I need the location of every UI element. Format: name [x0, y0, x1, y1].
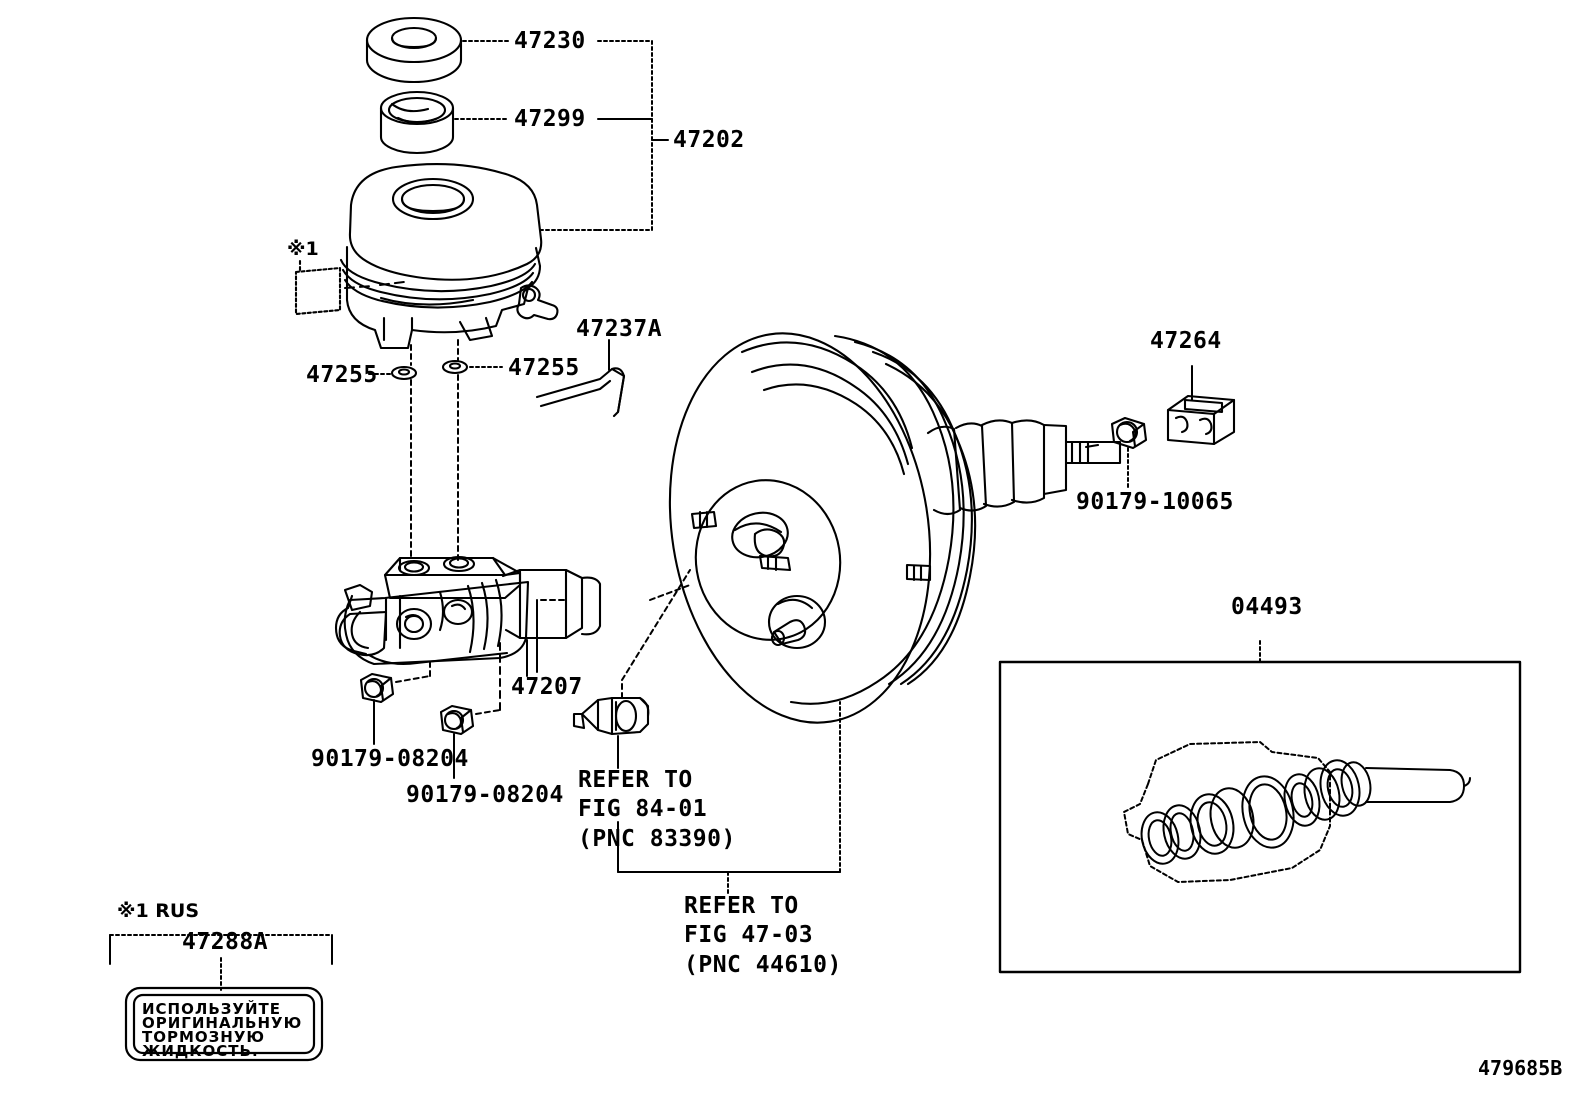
grommet-right-drawing [441, 359, 469, 375]
callout-47237A: 47237A [576, 316, 663, 342]
callout-47299: 47299 [514, 106, 586, 132]
callout-47255-left: 47255 [306, 362, 378, 388]
callout-90179-08204-left: 90179-08204 [311, 746, 469, 772]
repair-kit-box [998, 639, 1522, 974]
callout-47264: 47264 [1150, 328, 1222, 354]
callout-90179-08204-right: 90179-08204 [406, 782, 564, 808]
warning-label-line-1: ИСПОЛЬЗУЙТЕ [142, 1000, 282, 1018]
rus-label-bracket [109, 934, 333, 991]
reservoir-mark-asterisk: ※1 [287, 238, 319, 260]
warning-label-line-4: ЖИДКОСТЬ. [142, 1042, 259, 1060]
rus-mark-label: ※1 RUS [117, 900, 200, 922]
clevis-drawing [1166, 394, 1236, 446]
figure-code: 479685B [1478, 1056, 1563, 1080]
callout-04493: 04493 [1231, 594, 1303, 620]
rus-label-plate [124, 986, 324, 1062]
warning-label-line-2: ОРИГИНАЛЬНУЮ [142, 1014, 303, 1032]
cap-gasket-drawing [379, 90, 455, 155]
reference-fig-47-03: REFER TO FIG 47-03 (PNC 44610) [684, 893, 842, 978]
booster-rod [1084, 443, 1100, 449]
reservoir-label-plate [294, 259, 342, 316]
callout-90179-10065: 90179-10065 [1076, 489, 1234, 515]
booster-nut-drawing [1110, 416, 1148, 450]
callout-47202: 47202 [673, 127, 745, 153]
master-cylinder-drawing [334, 555, 602, 666]
nut-right-drawing [439, 704, 475, 736]
callout-47207: 47207 [511, 674, 583, 700]
callout-47288A: 47288A [182, 929, 269, 955]
reference-fig-84-01: REFER TO FIG 84-01 (PNC 83390) [578, 767, 736, 852]
nut-left-drawing [359, 672, 395, 704]
reservoir-cap-drawing [365, 16, 463, 84]
callout-47255-right: 47255 [508, 355, 580, 381]
brake-booster-drawing [668, 332, 1122, 724]
warning-label-line-3: ТОРМОЗНУЮ [142, 1028, 266, 1046]
clip-drawing [535, 367, 626, 418]
pressure-switch-drawing [572, 696, 650, 736]
grommet-left-drawing [390, 365, 418, 381]
reservoir-tank-drawing [339, 163, 559, 350]
callout-47230: 47230 [514, 28, 586, 54]
repair-kit-contents-drawing [1123, 741, 1471, 883]
